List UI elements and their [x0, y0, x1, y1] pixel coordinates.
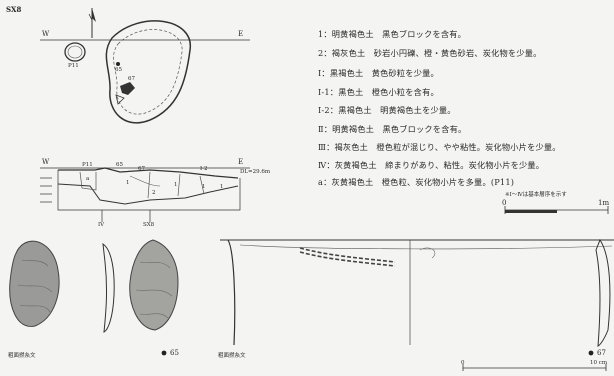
pit-label: P11: [68, 63, 79, 69]
legend-item-I-1: Ⅰ-1：黒色土 橙色小粒を含有。: [318, 87, 439, 97]
section-label-sx8: SX8: [143, 222, 155, 228]
section-elevation: DL=29.6m: [240, 169, 271, 175]
legend-item-II: Ⅱ：明黄褐色土 黒色ブロックを含有。: [318, 124, 467, 134]
scale-bottom-end: 10 cm: [590, 360, 608, 366]
find-label-67: 67: [128, 76, 135, 82]
section-label-1d: 1: [220, 184, 224, 190]
plan-west-label: W: [42, 30, 50, 38]
artifact-caption-65: 粗面撚糸文: [8, 353, 36, 359]
section-label-67: 67: [138, 166, 145, 172]
section-label-1b: 1: [174, 182, 178, 188]
legend-item-I-2: Ⅰ-2：黒褐色土 明黄褐色土を少量。: [318, 105, 456, 115]
scale-bottom-start: 0: [461, 360, 465, 366]
legend-item-a: a：灰黄褐色土 橙色粒、炭化物小片を多量。(P11): [318, 177, 515, 187]
section-label-1c: 1: [202, 184, 206, 190]
section-label-i2: I-2: [200, 166, 208, 172]
section-east-label: E: [238, 158, 244, 166]
section-label-65: 65: [116, 162, 123, 168]
section-label-2: 2: [152, 190, 156, 196]
section-label-a: a: [86, 176, 90, 182]
scale-top-end: 1m: [598, 199, 610, 207]
layer-note: ※Ⅰ～Ⅳは基本層序を示す: [505, 192, 567, 198]
section-west-label: W: [42, 158, 50, 166]
section-label-p11: P11: [82, 162, 93, 168]
plan-east-label: E: [238, 30, 244, 38]
legend-item-1: 1：明黄褐色土 黒色ブロックを含有。: [318, 29, 466, 39]
feature-label: SX8: [6, 5, 22, 14]
legend-item-2: 2：褐灰色土 砂岩小円礫、橙・黄色砂岩、炭化物を少量。: [318, 48, 542, 58]
section-label-iv: IV: [98, 222, 105, 228]
artifact-number-65: 65: [170, 349, 179, 357]
north-arrow-icon: [88, 8, 96, 38]
section-label-1a: 1: [126, 180, 130, 186]
artifact-number-67: 67: [597, 349, 606, 357]
legend-item-I: Ⅰ：黒褐色土 黄色砂粒を少量。: [318, 68, 439, 78]
artifact-caption-67: 粗面撚糸文: [218, 353, 246, 359]
scale-top-start: 0: [502, 199, 507, 207]
find-label-65: 65: [115, 67, 122, 73]
legend-item-III: Ⅲ：褐灰色土 橙色粒が混じり、やや粘性。炭化物小片を少量。: [318, 142, 561, 152]
legend-item-IV: Ⅳ：灰黄褐色土 締まりがあり、粘性。炭化物小片を少量。: [318, 160, 545, 170]
